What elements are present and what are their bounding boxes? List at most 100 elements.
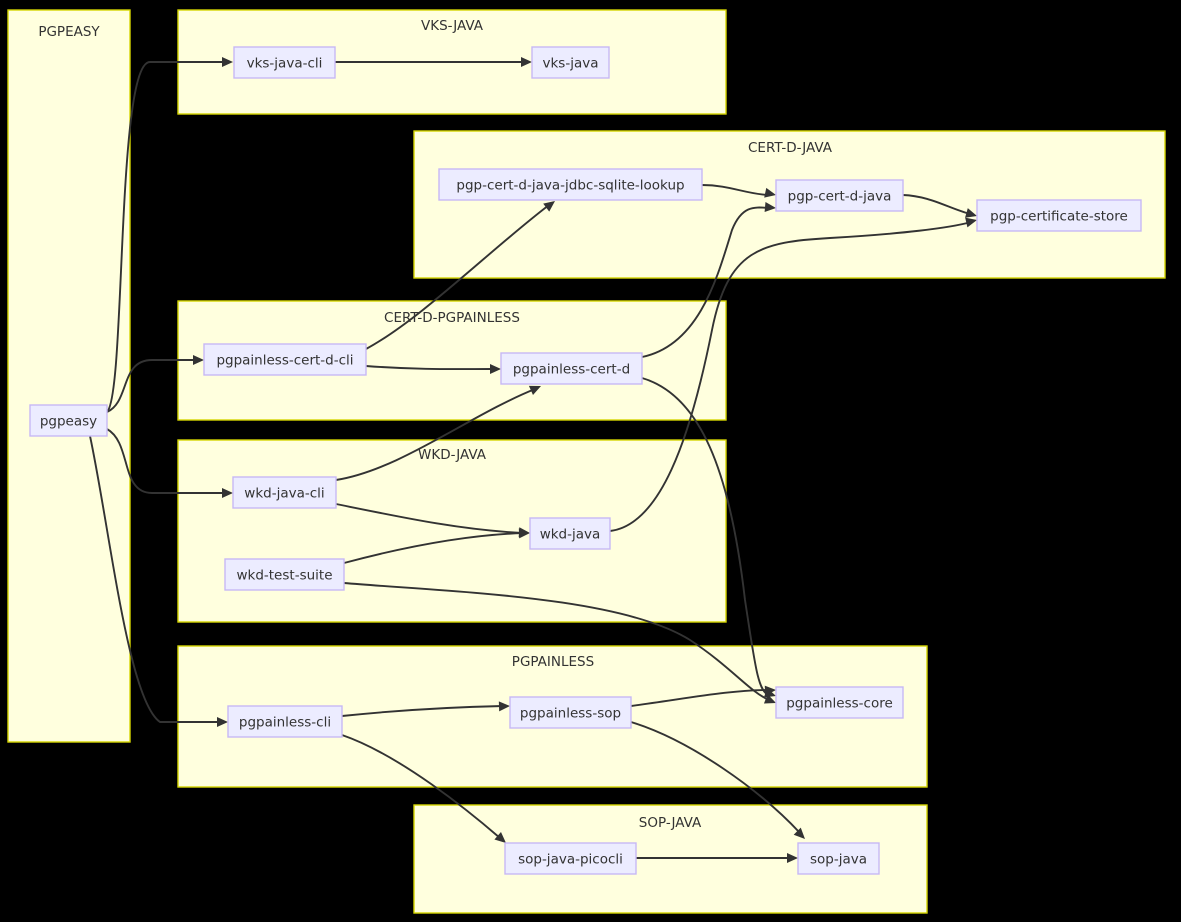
node-box[interactable] — [775, 179, 904, 212]
cluster-box — [7, 9, 131, 743]
edge-pl_sop-to-sop_java_n — [630, 721, 805, 839]
arrow-head-icon — [521, 57, 532, 67]
cluster-title: PGPEASY — [38, 24, 100, 40]
edge-pgpeasy-to-pl_cli — [89, 435, 228, 727]
node-box[interactable] — [438, 168, 703, 201]
node-label: vks-java-cli — [247, 56, 323, 72]
node-box[interactable] — [224, 558, 345, 591]
node-wkd_java_n[interactable]: wkd-java — [529, 517, 611, 550]
arrow-head-icon — [764, 685, 776, 696]
cluster-title: WKD-JAVA — [418, 447, 487, 463]
edge-line — [609, 221, 972, 532]
node-label: sop-java-picocli — [518, 852, 623, 868]
edge-line — [641, 377, 770, 696]
cluster-title: SOP-JAVA — [639, 815, 702, 831]
node-box[interactable] — [797, 842, 880, 875]
node-wkd_java_cli[interactable]: wkd-java-cli — [232, 476, 337, 509]
node-box[interactable] — [976, 199, 1142, 232]
node-box[interactable] — [500, 352, 643, 385]
node-vks_java_cli[interactable]: vks-java-cli — [233, 46, 336, 79]
arrow-head-icon — [764, 187, 776, 198]
node-label: wkd-java — [540, 527, 601, 543]
node-box[interactable] — [775, 686, 904, 719]
node-sop_java_n[interactable]: sop-java — [797, 842, 880, 875]
arrow-head-icon — [965, 208, 977, 218]
cluster-pgpeasy: PGPEASY — [7, 9, 131, 743]
nodes-layer: pgpeasy vks-java-cli vks-java pgp-cert-d-ja… — [29, 46, 1142, 875]
node-label: sop-java — [810, 852, 867, 868]
edge-pl_cert_d-to-pgp_cert_d_java — [641, 202, 776, 358]
edge-vks_java_cli-to-vks_java — [335, 57, 532, 67]
edge-line — [341, 705, 504, 717]
cluster-title: VKS-JAVA — [421, 18, 484, 34]
edge-wkd_java_n-to-pgp_cert_store — [609, 217, 977, 532]
edge-pl_cli-to-sop_picocli — [341, 734, 506, 843]
arrow-head-icon — [193, 355, 204, 365]
edge-line — [335, 388, 536, 481]
node-label: pgpainless-cert-d — [513, 362, 630, 378]
edge-pgp_cert_d_java-to-pgp_cert_store — [902, 194, 977, 218]
arrow-head-icon — [490, 364, 501, 374]
node-label: pgp-cert-d-java — [788, 189, 892, 205]
node-pgpeasy[interactable]: pgpeasy — [29, 404, 108, 437]
edge-line — [701, 184, 770, 196]
arrow-head-icon — [222, 488, 233, 498]
node-label: pgpainless-cli — [239, 715, 331, 731]
edge-pgpeasy-to-vks_java_cli — [106, 57, 233, 413]
node-pgp_cert_store[interactable]: pgp-certificate-store — [976, 199, 1142, 232]
edge-line — [902, 194, 971, 215]
arrow-head-icon — [494, 832, 506, 843]
edge-line — [343, 532, 524, 564]
edge-pl_cert_d_cli-to-pl_cert_d — [365, 364, 501, 374]
edge-wkd_java_cli-to-pl_cert_d — [335, 385, 541, 481]
node-pl_sop[interactable]: pgpainless-sop — [509, 696, 632, 729]
edge-line — [335, 503, 524, 534]
arrow-head-icon — [543, 201, 555, 212]
cluster-wkd_java: WKD-JAVA — [177, 439, 727, 623]
edge-line — [106, 359, 197, 413]
node-box[interactable] — [233, 46, 336, 79]
arrow-head-icon — [763, 694, 776, 704]
edge-sop_picocli-to-sop_java_n — [636, 853, 798, 863]
node-box[interactable] — [529, 517, 611, 550]
arrow-head-icon — [222, 57, 233, 67]
node-box[interactable] — [531, 46, 610, 79]
cluster-box — [177, 439, 727, 623]
node-pl_cert_d_cli[interactable]: pgpainless-cert-d-cli — [203, 343, 367, 376]
edge-line — [341, 734, 501, 839]
node-pl_cli[interactable]: pgpainless-cli — [227, 705, 343, 738]
node-box[interactable] — [29, 404, 108, 437]
node-label: wkd-java-cli — [244, 486, 324, 502]
edge-wkd_test_suite-to-pl_core — [343, 582, 776, 704]
node-box[interactable] — [232, 476, 337, 509]
node-box[interactable] — [509, 696, 632, 729]
edge-line — [343, 582, 770, 701]
arrow-head-icon — [793, 827, 805, 839]
arrow-head-icon — [217, 717, 228, 727]
node-box[interactable] — [203, 343, 367, 376]
node-vks_java[interactable]: vks-java — [531, 46, 610, 79]
node-box[interactable] — [504, 842, 637, 875]
node-sop_picocli[interactable]: sop-java-picocli — [504, 842, 637, 875]
node-label: pgpeasy — [40, 414, 97, 430]
edge-pl_sop-to-pl_core — [630, 685, 776, 707]
node-jdbc_lookup[interactable]: pgp-cert-d-java-jdbc-sqlite-lookup — [438, 168, 703, 201]
node-pl_cert_d[interactable]: pgpainless-cert-d — [500, 352, 643, 385]
cluster-title: CERT-D-JAVA — [748, 140, 833, 156]
node-pgp_cert_d_java[interactable]: pgp-cert-d-java — [775, 179, 904, 212]
arrow-head-icon — [518, 528, 530, 539]
arrow-head-icon — [498, 701, 510, 712]
node-label: vks-java — [543, 56, 599, 72]
arrow-head-icon — [965, 217, 977, 228]
edge-line — [106, 61, 227, 413]
node-box[interactable] — [227, 705, 343, 738]
node-wkd_test_suite[interactable]: wkd-test-suite — [224, 558, 345, 591]
edge-pgpeasy-to-wkd_java_cli — [106, 428, 233, 498]
node-pl_core[interactable]: pgpainless-core — [775, 686, 904, 719]
arrow-head-icon — [528, 385, 541, 396]
node-label: wkd-test-suite — [236, 568, 332, 584]
edge-line — [641, 206, 770, 358]
